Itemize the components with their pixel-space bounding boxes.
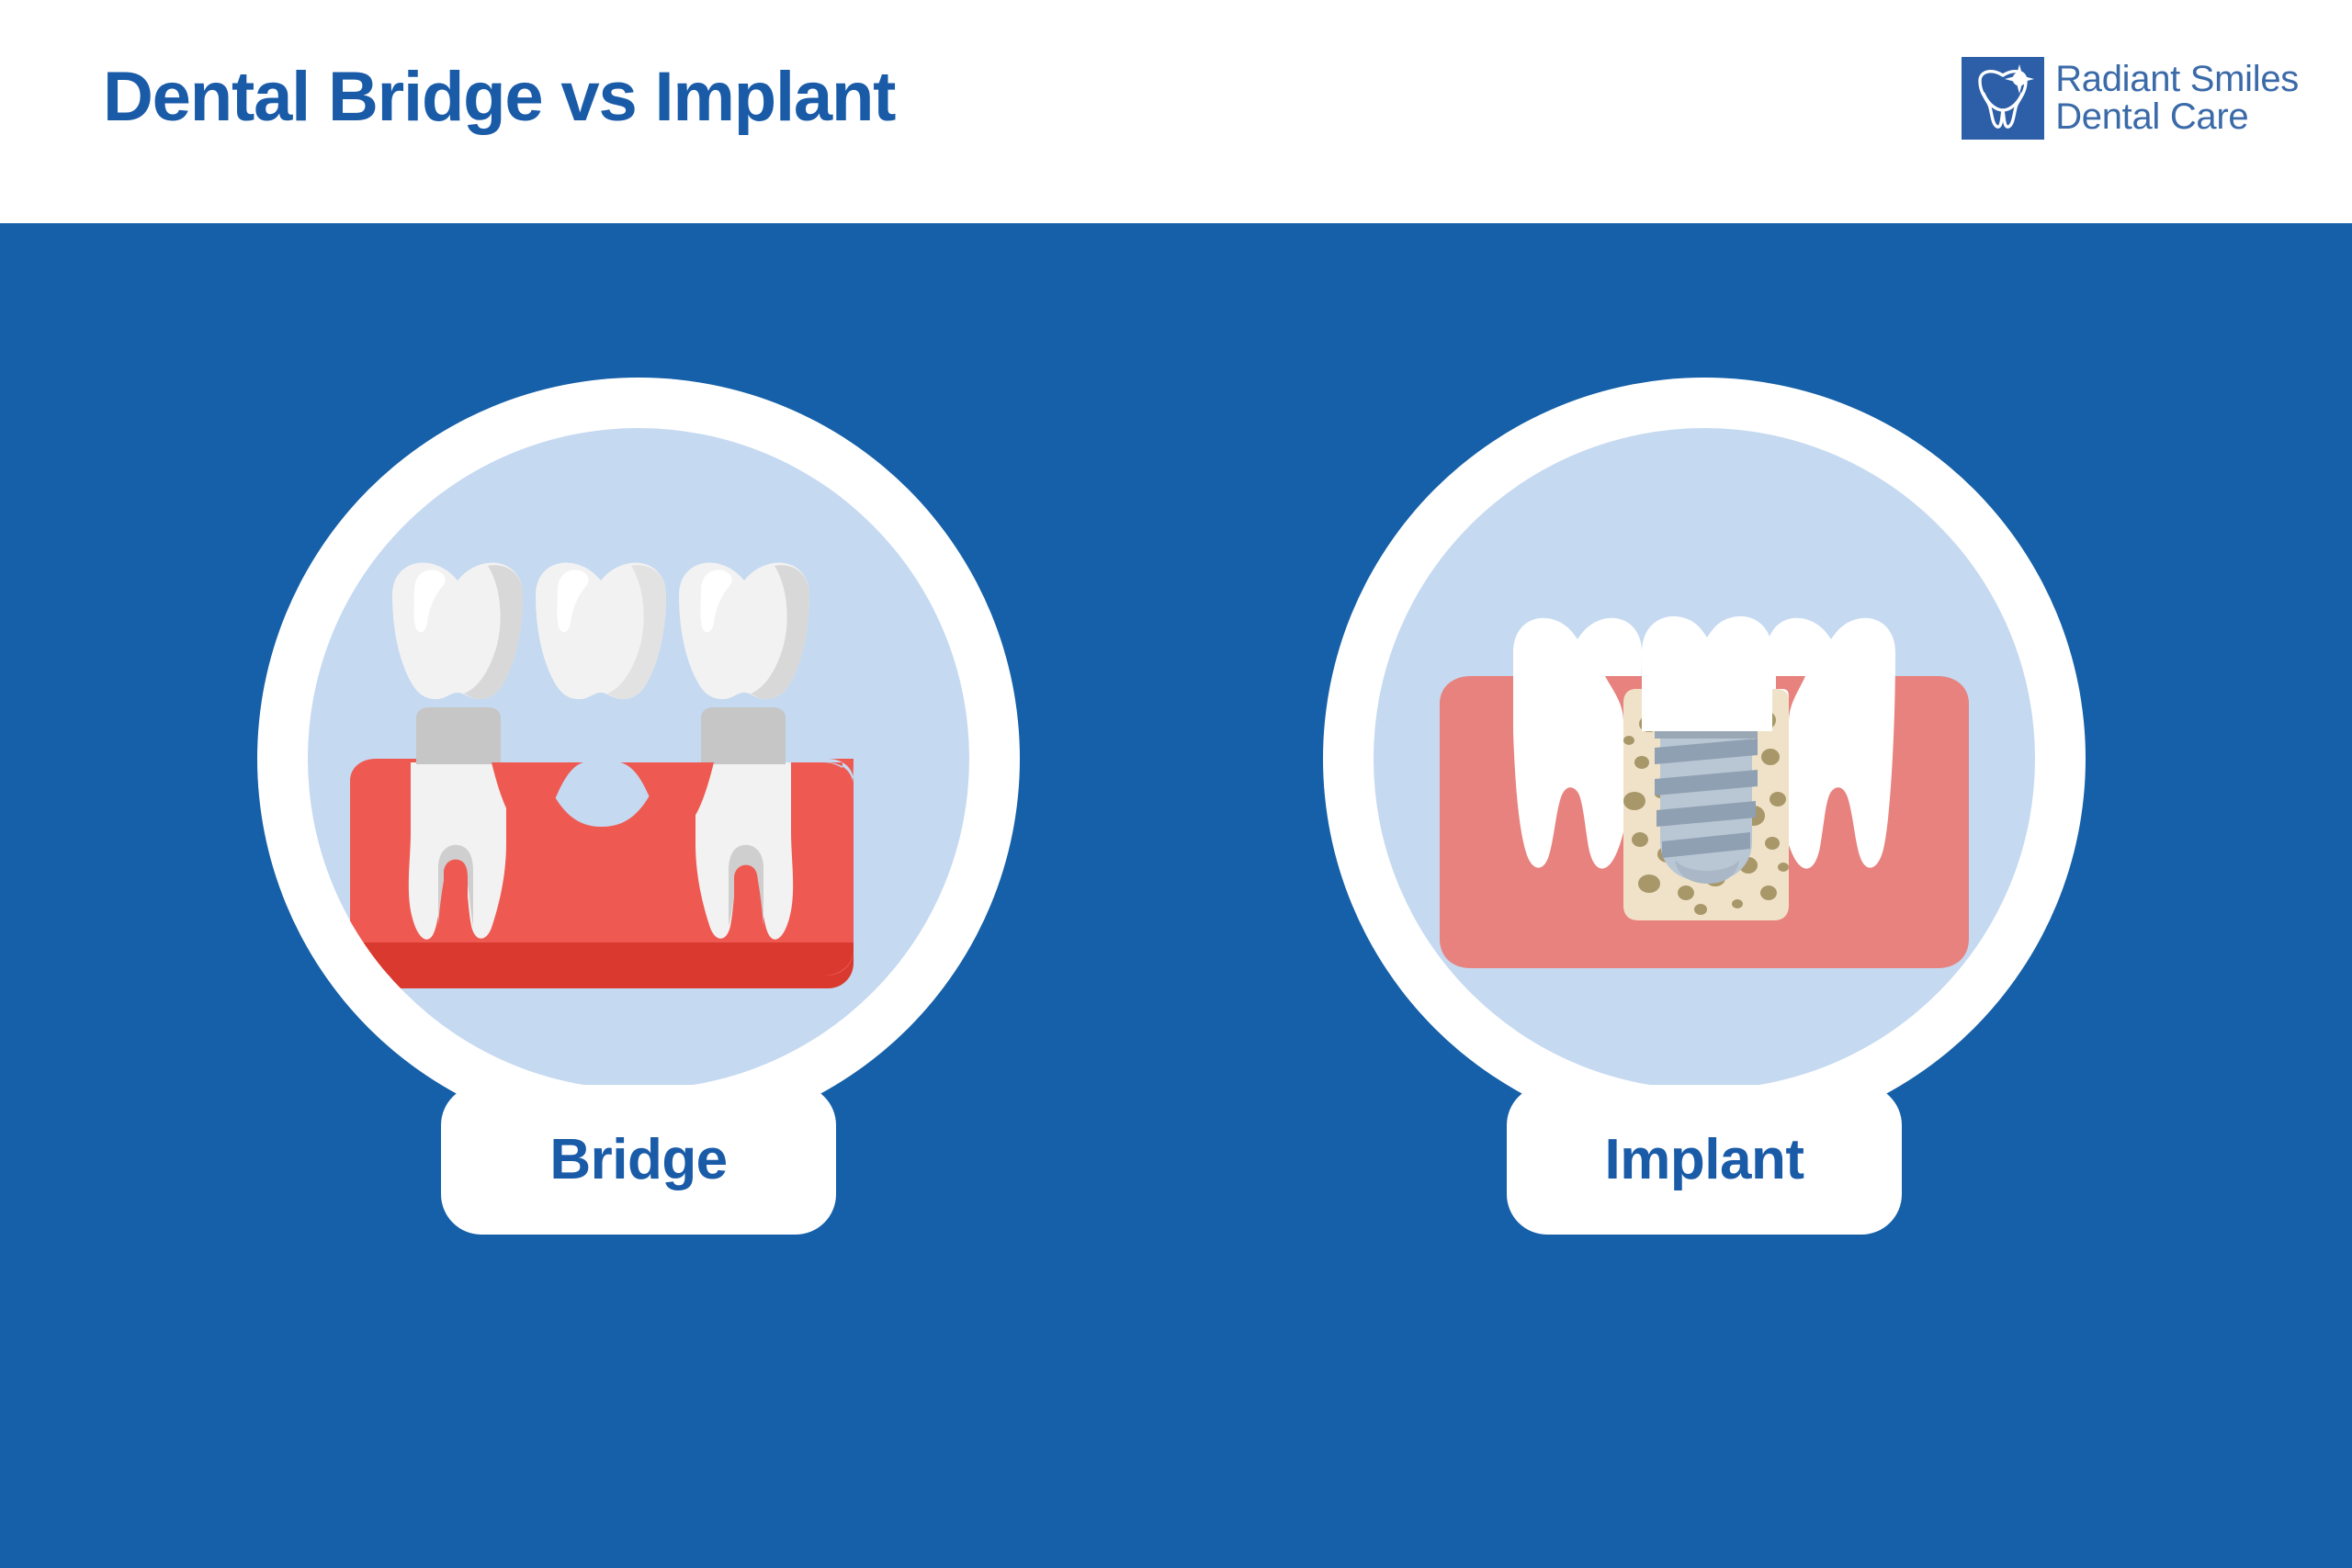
bridge-card: Bridge xyxy=(207,378,1070,1461)
dental-bridge-icon xyxy=(350,562,854,988)
implant-label-text: Implant xyxy=(1604,1128,1804,1191)
crown-left xyxy=(392,562,523,700)
bridge-inner-disc xyxy=(308,428,969,1089)
bridge-label-pill: Bridge xyxy=(441,1085,836,1235)
logo-wordmark: Radiant Smiles Dental Care xyxy=(2055,61,2299,136)
crown-right xyxy=(679,562,809,700)
implant-crown xyxy=(1642,615,1772,731)
gum-neck-overlay xyxy=(1605,676,1805,722)
implant-inner-disc xyxy=(1374,428,2035,1089)
implant-card: Implant xyxy=(1272,378,2136,1461)
crown-pontic xyxy=(536,562,666,700)
logo-line-2: Dental Care xyxy=(2055,96,2249,137)
page-title: Dental Bridge vs Implant xyxy=(103,58,896,136)
implant-label-pill: Implant xyxy=(1507,1085,1902,1235)
tooth-sparkle-icon xyxy=(1962,57,2045,140)
logo-line-1: Radiant Smiles xyxy=(2055,59,2299,100)
logo-tooth-svg xyxy=(1962,57,2045,140)
screw-threads xyxy=(1655,739,1758,858)
dental-implant-icon xyxy=(1440,615,1969,968)
gum-scallop xyxy=(492,762,714,831)
implant-screw xyxy=(1655,715,1758,884)
brand-logo: Radiant Smiles Dental Care xyxy=(1962,57,2299,140)
header-bar: Dental Bridge vs Implant Radiant Smiles … xyxy=(0,0,2352,223)
main-panel: Bridge xyxy=(0,223,2352,1568)
bridge-label-text: Bridge xyxy=(549,1128,728,1191)
abutment-teeth-overlay xyxy=(408,707,794,940)
